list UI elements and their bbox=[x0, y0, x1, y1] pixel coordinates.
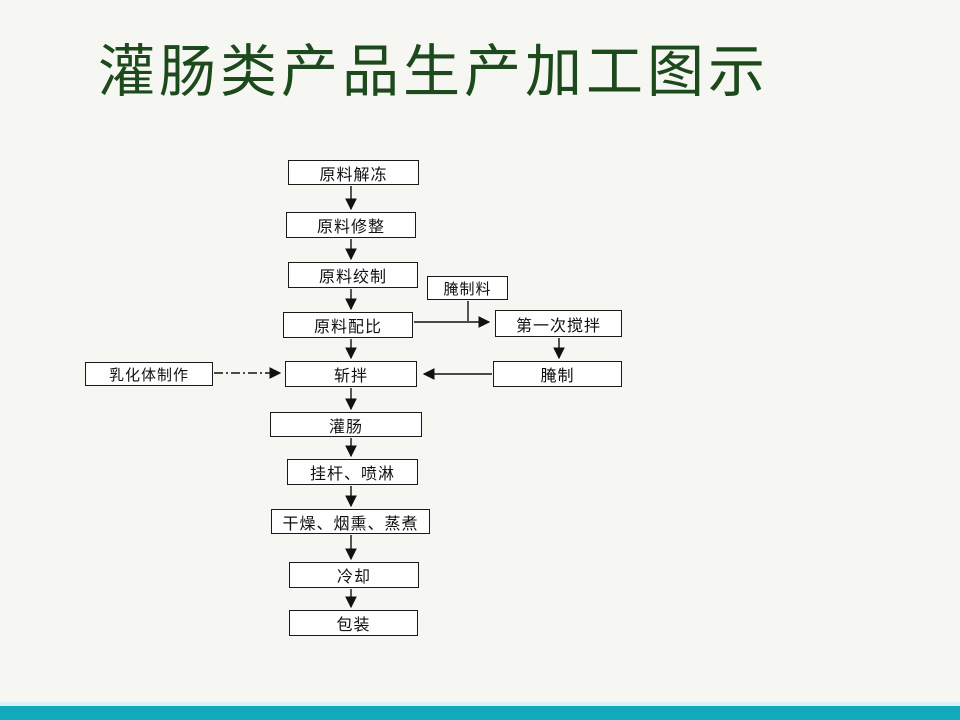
slide-title: 灌肠类产品生产加工图示 bbox=[98, 39, 769, 105]
flow-node-thaw: 原料解冻 bbox=[288, 160, 419, 185]
flow-node-cool: 冷却 bbox=[289, 562, 419, 588]
flow-node-grind: 原料绞制 bbox=[288, 262, 418, 288]
flow-node-chop-mix: 斩拌 bbox=[285, 361, 417, 387]
flow-node-curing-mix: 腌制料 bbox=[427, 276, 508, 300]
flow-node-pack: 包装 bbox=[289, 610, 418, 636]
flow-node-dry-smoke-cook: 干燥、烟熏、蒸煮 bbox=[271, 509, 430, 534]
flow-node-first-stir: 第一次搅拌 bbox=[495, 310, 622, 337]
flow-node-cure: 腌制 bbox=[493, 361, 622, 387]
flow-node-fill-sausage: 灌肠 bbox=[270, 412, 422, 437]
flow-node-formulate: 原料配比 bbox=[283, 312, 413, 338]
flow-node-hang-spray: 挂杆、喷淋 bbox=[287, 459, 418, 485]
flow-node-emulsion-make: 乳化体制作 bbox=[85, 362, 213, 386]
bottom-accent-light-strip bbox=[0, 702, 960, 706]
flow-node-trim: 原料修整 bbox=[286, 212, 416, 238]
bottom-accent-bar bbox=[0, 706, 960, 720]
